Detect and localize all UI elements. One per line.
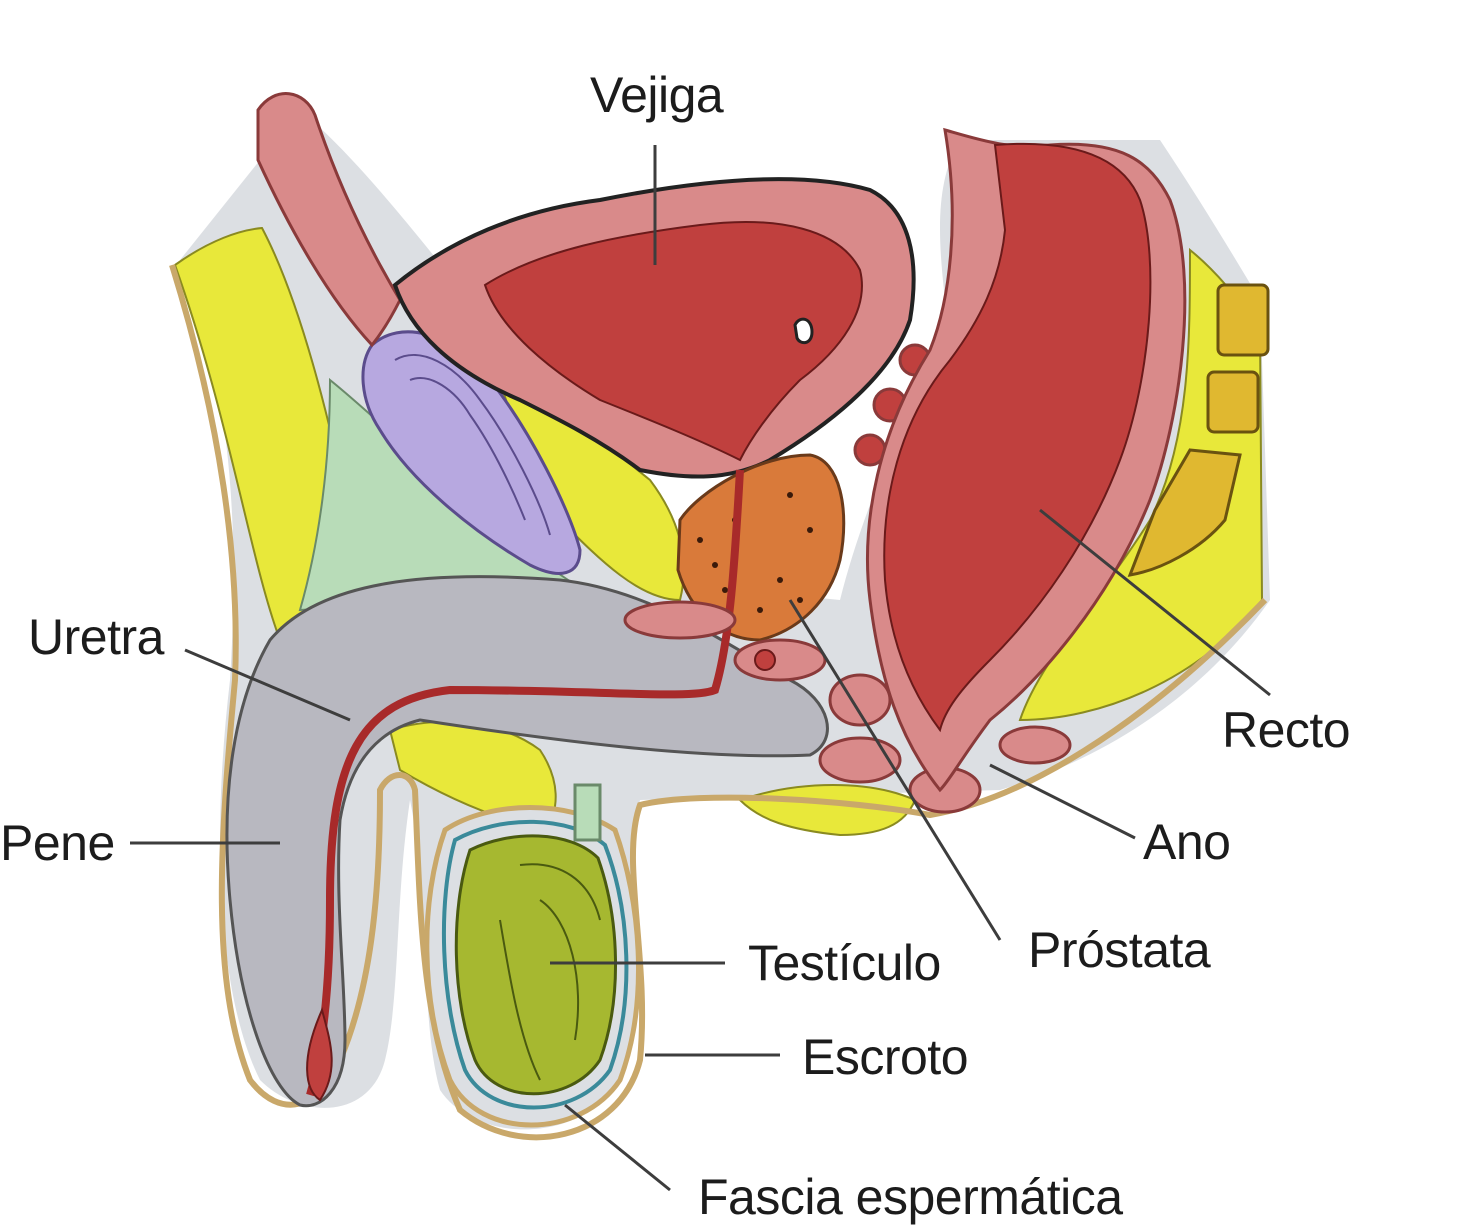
label-urethra: Uretra: [28, 609, 164, 665]
pubic-bone-rings: [394, 354, 551, 536]
leader-prostate: [788, 599, 1002, 941]
leader-anus: [989, 763, 1136, 840]
skin-outline: [169, 264, 1268, 1141]
epididymis: [499, 863, 601, 1081]
label-testicle: Testículo: [748, 935, 941, 991]
label-scrotum: Escroto: [802, 1029, 969, 1085]
label-spermatic-fascia: Fascia espermática: [698, 1169, 1123, 1225]
leader-spermatic-fascia: [564, 1103, 671, 1192]
urethra-channel: [306, 469, 744, 1097]
label-penis: Pene: [0, 815, 115, 871]
label-anus: Ano: [1143, 814, 1231, 870]
penis-body: [225, 575, 829, 1108]
testis: [454, 834, 618, 1096]
cowper-gland: [754, 649, 776, 671]
sacrum: [1127, 283, 1270, 577]
bladder-lumen: [483, 221, 863, 462]
label-bladder: Vejiga: [590, 67, 724, 123]
label-rectum: Recto: [1222, 702, 1351, 758]
leader-urethra: [184, 648, 351, 722]
leader-rectum: [1039, 508, 1271, 697]
glans-tip: [306, 1006, 333, 1102]
ureter-opening: [793, 317, 814, 345]
spermatic-cord: [573, 783, 602, 842]
label-prostate: Próstata: [1028, 922, 1211, 978]
rectum-lumen: [883, 142, 1152, 733]
